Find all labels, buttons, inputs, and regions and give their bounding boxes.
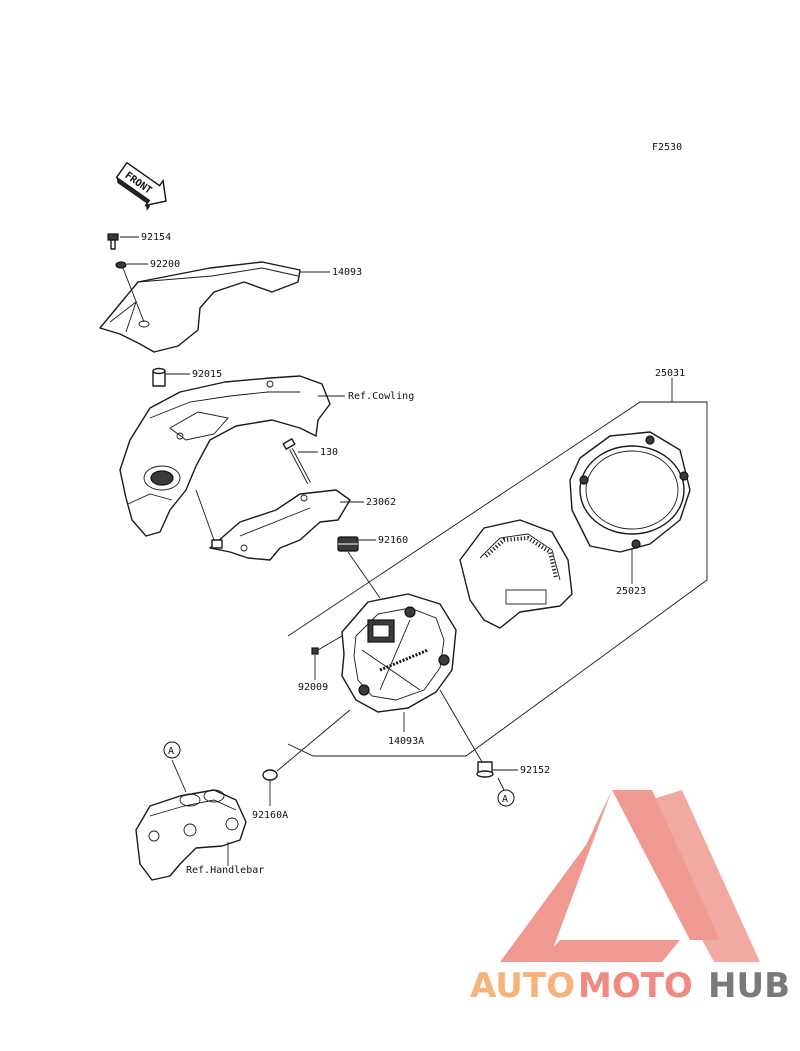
- label-92160A: 92160A: [252, 810, 288, 821]
- grommet-92160A: [262, 769, 278, 781]
- watermark-auto: AUTO: [470, 966, 575, 1006]
- label-25023: 25023: [616, 586, 646, 597]
- cowling-assembly: [119, 375, 331, 537]
- label-14093: 14093: [332, 267, 362, 278]
- collar-92152: [476, 761, 494, 778]
- label-ref-handlebar: Ref.Handlebar: [186, 865, 264, 876]
- label-14093A: 14093A: [388, 736, 424, 747]
- label-23062: 23062: [366, 497, 396, 508]
- callout-a-lower: [497, 789, 515, 807]
- callout-a-lower-label: A: [502, 794, 508, 805]
- label-92015: 92015: [192, 369, 222, 380]
- leader-92154-axis: [122, 267, 145, 323]
- meter-cover-25023: [569, 431, 691, 553]
- meter-dial-panel: [459, 519, 573, 629]
- label-92154: 92154: [141, 232, 171, 243]
- label-130: 130: [320, 447, 338, 458]
- label-25031: 25031: [655, 368, 685, 379]
- watermark-moto: MOTO: [578, 966, 693, 1006]
- watermark-hub: HUB: [708, 966, 790, 1006]
- washer-92200: [115, 261, 127, 269]
- collar-92015: [152, 367, 166, 387]
- automotohub-logo-icon: [500, 790, 760, 962]
- bolt-130: [282, 438, 311, 484]
- meter-housing-14093A: [341, 593, 457, 713]
- figure-code: F2530: [652, 142, 682, 153]
- front-arrow-icon: FRONT: [115, 161, 167, 211]
- upper-cover-14093: [99, 261, 301, 353]
- label-ref-cowling: Ref.Cowling: [348, 391, 414, 402]
- assembly-outline-25031: [287, 401, 708, 757]
- label-92200: 92200: [150, 259, 180, 270]
- label-92160: 92160: [378, 535, 408, 546]
- callout-a-upper: [163, 741, 181, 759]
- label-92152: 92152: [520, 765, 550, 776]
- callout-a-upper-label: A: [168, 746, 174, 757]
- handlebar-clamp: [135, 789, 247, 881]
- bolt-92154: [107, 233, 119, 250]
- bracket-23062: [209, 489, 351, 561]
- screw-92009: [311, 635, 343, 655]
- label-92009: 92009: [298, 682, 328, 693]
- damper-92160: [337, 536, 359, 552]
